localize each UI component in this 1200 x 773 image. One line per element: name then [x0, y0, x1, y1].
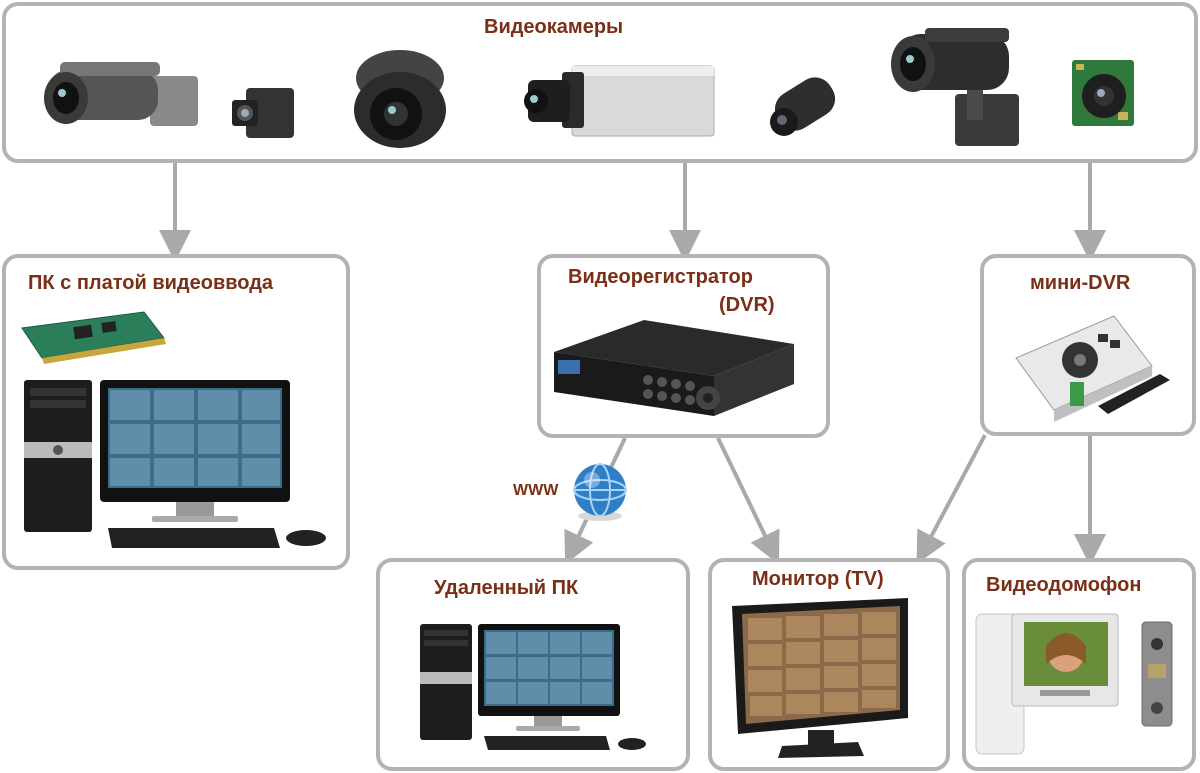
- board-camera-icon: [232, 88, 294, 138]
- desktop-pc-icon: [24, 380, 326, 548]
- dome-camera-icon: [354, 50, 446, 148]
- tv-monitor-icon: [732, 598, 908, 758]
- pc-capture-title: ПК с платой видеоввода: [28, 272, 274, 294]
- capture-card-icon: [21, 311, 166, 364]
- mini-dvr-icon: [1015, 315, 1170, 422]
- remote-pc-title: Удаленный ПК: [434, 577, 579, 599]
- intercom-title: Видеодомофон: [986, 574, 1142, 596]
- desktop-pc-icon: [420, 624, 646, 750]
- www-label: WWW: [513, 482, 559, 499]
- arrow-minidvr-to-monitor: [916, 434, 987, 565]
- bullet-camera-icon: [44, 62, 198, 126]
- monitor-title: Монитор (TV): [752, 568, 884, 590]
- box-camera-icon: [524, 65, 715, 137]
- dvr-title-line1: Видеорегистратор: [568, 266, 753, 288]
- intercom-icon: [975, 613, 1173, 755]
- globe-icon: [573, 463, 627, 521]
- mini-dvr-title: мини-DVR: [1030, 272, 1131, 294]
- dvr-title-line2: (DVR): [719, 294, 775, 316]
- cameras-title: Видеокамеры: [484, 16, 624, 38]
- dvr-icon: [554, 320, 794, 416]
- arrow-dvr-to-monitor: [716, 437, 780, 565]
- outdoor-camera-icon: [891, 28, 1019, 146]
- mini-bullet-camera-icon: [770, 77, 836, 136]
- pcb-camera-icon: [1072, 60, 1134, 126]
